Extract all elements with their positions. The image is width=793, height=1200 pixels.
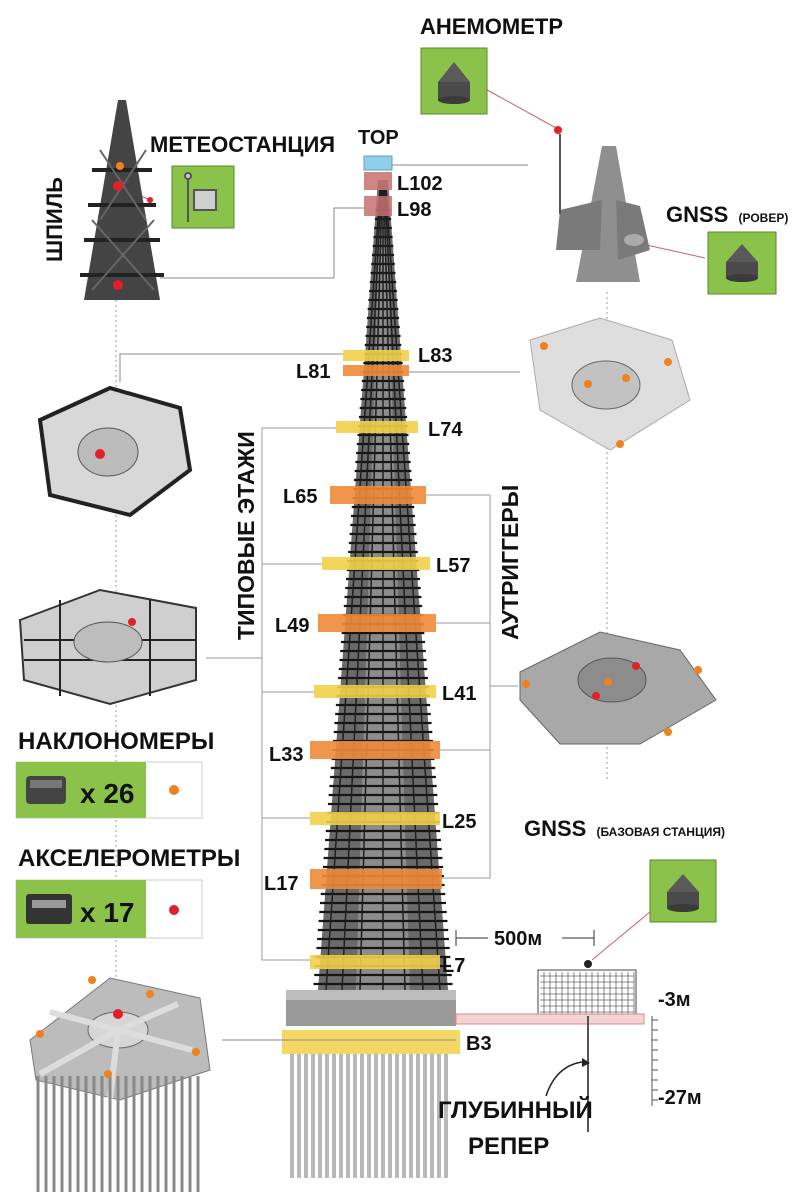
distance-label-bg (488, 924, 562, 950)
meteo-station-icon (184, 172, 217, 222)
deep-benchmark-label-2: РЕПЕР (468, 1133, 549, 1160)
floor-plan-outrigger (519, 631, 717, 745)
band-l33 (310, 741, 440, 759)
anemometer-label: АНЕМОМЕТР (420, 14, 563, 39)
accelerometers-title: АКСЕЛЕРОМЕТРЫ (18, 845, 240, 872)
inclinometers-count: x 26 (80, 778, 135, 809)
outriggers-label: АУТРИГГЕРЫ (497, 485, 523, 640)
distance-label: 500м (494, 928, 542, 950)
inclinometer-legend-dot (169, 785, 179, 795)
gnss-rover-label: GNSS (РОВЕР) (666, 202, 788, 227)
base-station-fence (537, 960, 637, 1017)
level-l98-label: L98 (397, 199, 431, 221)
accelerometers-count: x 17 (80, 897, 135, 928)
band-l49 (318, 614, 436, 632)
level-l33-label: L33 (269, 744, 303, 766)
band-l57 (322, 557, 430, 570)
deep-benchmark-label-1: ГЛУБИННЫЙ (438, 1096, 593, 1124)
band-l17 (310, 869, 442, 889)
depth-label-top: -3м (658, 989, 691, 1011)
gnss-base-subtitle: (БАЗОВАЯ СТАНЦИЯ) (596, 825, 725, 839)
level-l25-label: L25 (442, 811, 476, 833)
level-l83-label: L83 (418, 345, 452, 367)
typical-floors-label: ТИПОВЫЕ ЭТАЖИ (233, 431, 259, 640)
level-l57-label: L57 (436, 555, 470, 577)
band-l81 (343, 365, 409, 376)
floor-plan-l83 (529, 317, 691, 451)
tower-crown-model (554, 126, 650, 282)
connector-lines (119, 164, 528, 1041)
level-l74-label: L74 (428, 419, 463, 441)
band-b3 (282, 1030, 460, 1054)
band-l74 (336, 421, 418, 433)
band-top (363, 155, 393, 171)
typical-floors-bracket (206, 427, 336, 961)
floor-plan-typical (18, 588, 197, 706)
gnss-base-label: GNSS (БАЗОВАЯ СТАНЦИЯ) (524, 816, 725, 841)
floor-plan-l81 (37, 385, 193, 518)
spire-inclinometer (116, 162, 124, 170)
spire-accelerometer-2 (113, 280, 123, 290)
band-l7 (310, 955, 440, 969)
spire-label: ШПИЛЬ (42, 177, 67, 262)
inclinometers-title: НАКЛОНОМЕРЫ (18, 728, 214, 755)
band-l98 (364, 196, 392, 216)
band-l25 (310, 812, 440, 825)
foundation-slab-model (29, 976, 211, 1192)
inclinometer-device-icon (26, 776, 66, 804)
level-l102-label: L102 (397, 173, 443, 195)
level-l41-label: L41 (442, 683, 476, 705)
anemometer-dot (554, 126, 562, 134)
meteo-sensor-dot (147, 197, 153, 203)
gnss-base-title: GNSS (524, 816, 586, 841)
level-l7-label: L7 (442, 955, 465, 977)
gnss-rover-icon (726, 244, 758, 282)
tower-columns (325, 189, 441, 991)
tower (282, 155, 460, 1178)
level-b3-label: B3 (466, 1033, 492, 1055)
spire-accelerometer-1 (113, 181, 123, 191)
level-l81-label: L81 (296, 361, 330, 383)
accelerometer-legend-dot (169, 905, 179, 915)
level-top-label: TOP (358, 127, 399, 149)
base-station-antenna (584, 960, 592, 968)
band-l41 (314, 685, 436, 698)
depth-scale-ticks (652, 1019, 658, 1101)
deep-benchmark-arrowhead (582, 1058, 590, 1067)
podium-top (286, 990, 456, 1000)
level-l65-label: L65 (283, 486, 317, 508)
deep-benchmark-arrow (545, 1061, 583, 1097)
level-l17-label: L17 (264, 873, 298, 895)
gnss-rover-subtitle: (РОВЕР) (738, 211, 788, 225)
level-l49-label: L49 (275, 615, 309, 637)
depth-label-bottom: -27м (658, 1087, 702, 1109)
gnss-rover-title: GNSS (666, 202, 728, 227)
gnss-base-icon (667, 874, 699, 912)
band-l102 (364, 172, 392, 190)
meteo-station-label: МЕТЕОСТАНЦИЯ (150, 132, 335, 157)
spire-model (80, 100, 164, 300)
ground-surface (455, 1013, 645, 1025)
level-labels: TOP L102 L98 L83 L81 L74 L65 L57 L49 L41… (264, 127, 492, 1055)
foundation-piles (290, 1054, 448, 1178)
accelerometer-device-icon (26, 894, 72, 924)
outriggers-bracket (426, 494, 518, 879)
podium (286, 996, 456, 1026)
legend: НАКЛОНОМЕРЫ x 26 АКСЕЛЕРОМЕТРЫ x 17 (15, 728, 240, 939)
band-l83 (343, 350, 409, 361)
anemometer-sensor-icon (438, 62, 470, 104)
band-l65 (330, 486, 426, 504)
